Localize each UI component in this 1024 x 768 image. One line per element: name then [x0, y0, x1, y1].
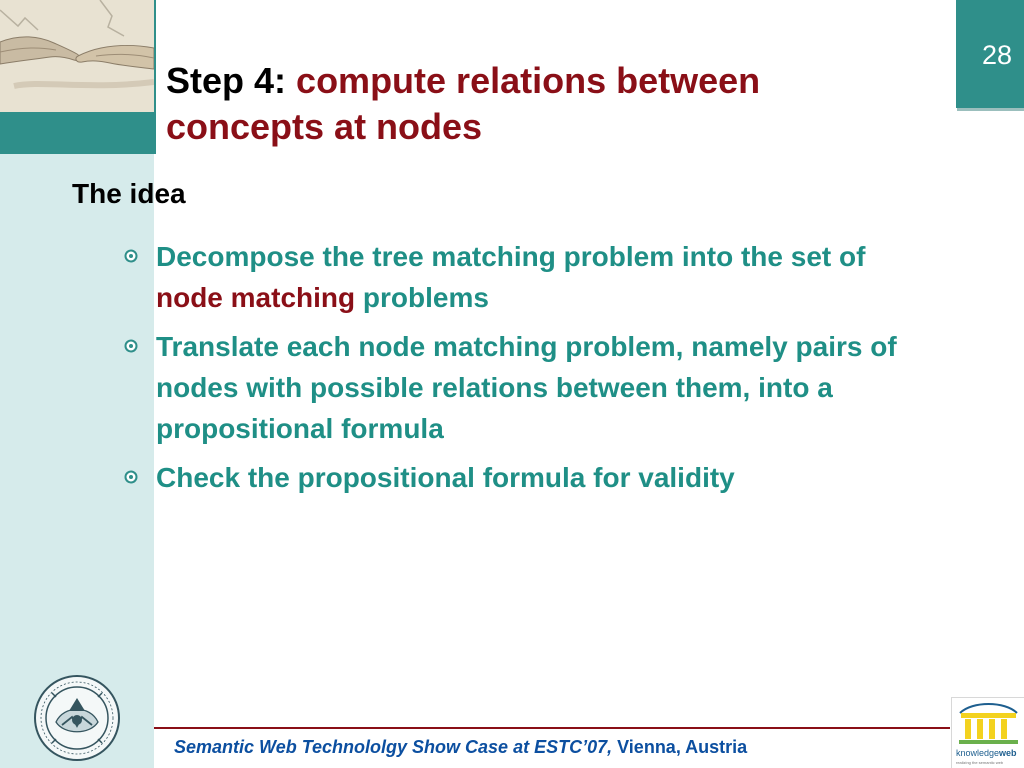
university-seal-icon [32, 673, 122, 763]
seal-emblem-icon [34, 675, 120, 761]
footer-location: Vienna, Austria [617, 737, 748, 757]
ring-bullet-icon [124, 470, 138, 484]
slide-title: Step 4: compute relations between concep… [166, 58, 936, 150]
logo-word-knowledge: knowledge [956, 748, 1000, 758]
corner-accent-stripe [0, 112, 154, 154]
knowledgeweb-tagline: realizing the semantic web [956, 760, 1004, 765]
bullet-highlight: node matching [156, 282, 356, 313]
page-number: 28 [981, 40, 1012, 70]
hands-illustration-icon [0, 0, 154, 112]
footer: Semantic Web Technololgy Show Case at ES… [174, 737, 747, 758]
title-accent-line1: compute relations between [296, 60, 761, 101]
ring-bullet-icon [124, 249, 138, 263]
creation-hands-image [0, 0, 154, 112]
knowledgeweb-logo: knowledgeweb realizing the semantic web [951, 697, 1024, 768]
logo-word-web: web [999, 748, 1017, 758]
title-divider-line [154, 0, 156, 154]
subheading: The idea [72, 178, 186, 209]
temple-logo-icon [952, 698, 1024, 746]
bullet-item: Check the propositional formula for vali… [114, 457, 934, 498]
footer-divider [154, 727, 950, 729]
bullet-item: Translate each node matching problem, na… [114, 326, 934, 449]
page-number-box: 28 [954, 0, 1024, 108]
bullet-text: Check the propositional formula for vali… [156, 462, 735, 493]
bullet-text: Translate each node matching problem, na… [156, 331, 897, 444]
bullet-text-before: Decompose the tree matching problem into… [156, 241, 866, 272]
bullet-text-after: problems [362, 282, 489, 313]
bullet-list: Decompose the tree matching problem into… [114, 236, 934, 506]
title-accent-line2: concepts at nodes [166, 106, 483, 147]
title-prefix: Step 4: [166, 60, 287, 101]
ring-bullet-icon [124, 339, 138, 353]
bullet-item: Decompose the tree matching problem into… [114, 236, 934, 318]
knowledgeweb-logo-text: knowledgeweb [956, 748, 1017, 758]
footer-event: Semantic Web Technololgy Show Case at ES… [174, 737, 613, 757]
